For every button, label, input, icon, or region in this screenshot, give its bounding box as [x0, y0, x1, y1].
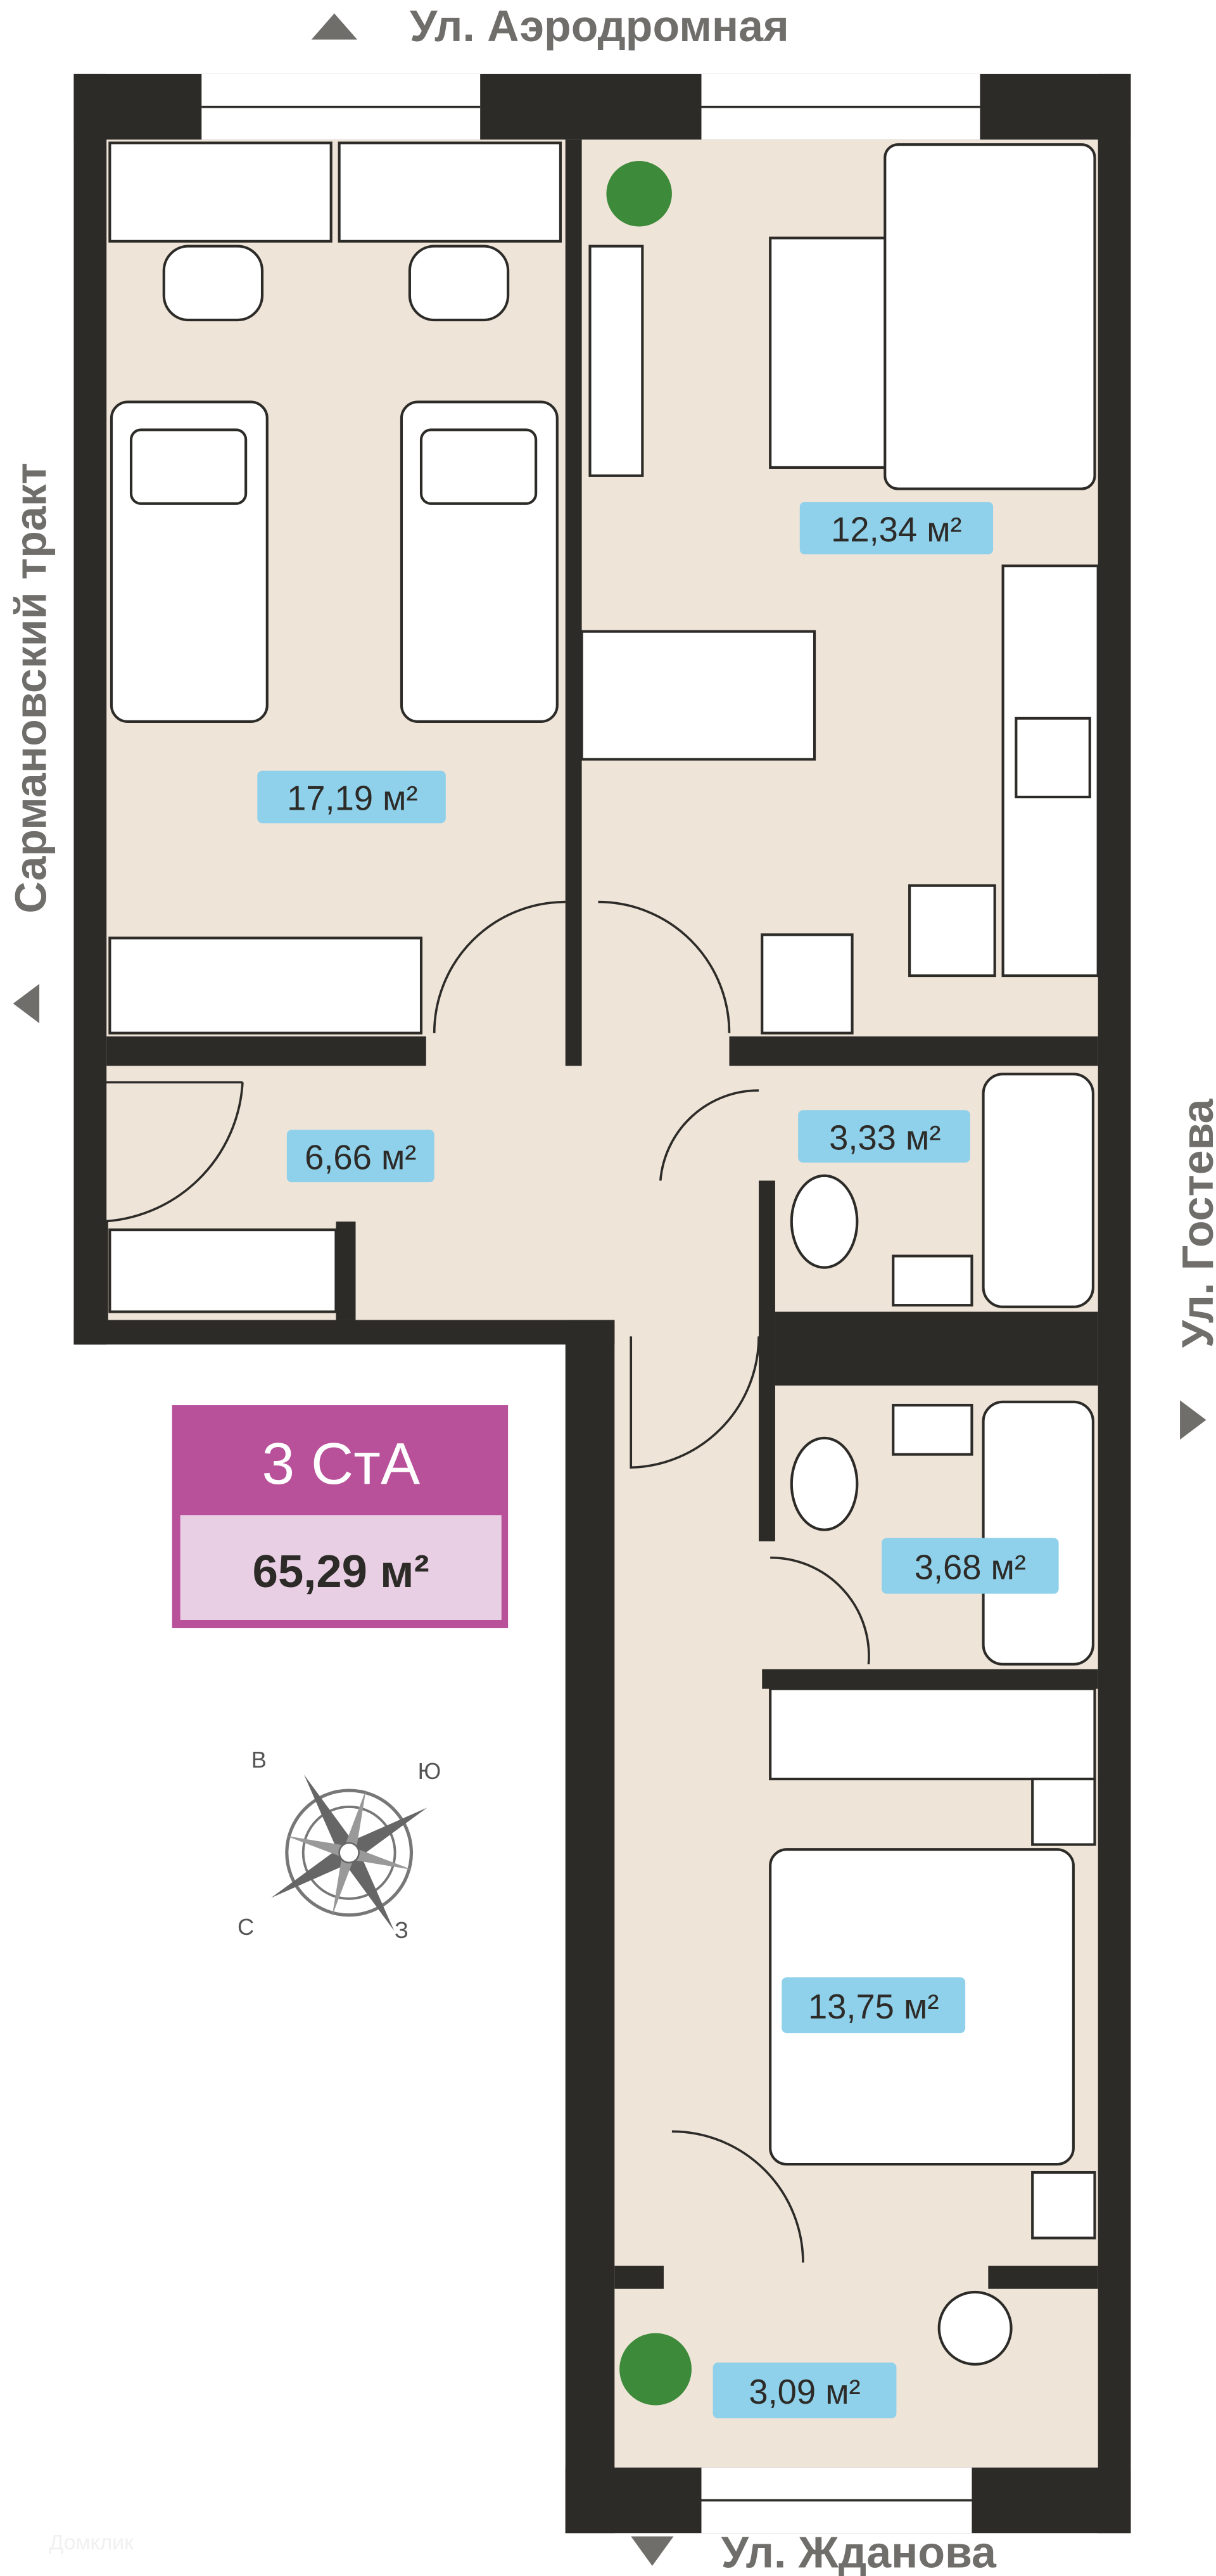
- balcony-table: [937, 2290, 1013, 2366]
- svg-text:3,68 м²: 3,68 м²: [915, 1548, 1026, 1586]
- compass-north: С: [238, 1914, 254, 1940]
- stove: [1015, 717, 1091, 799]
- door-swing: [770, 1556, 870, 1665]
- sofa: [884, 143, 1096, 490]
- svg-text:3,09 м²: 3,09 м²: [749, 2373, 860, 2411]
- area-label-kitchen-living: 12,34 м²: [799, 502, 994, 555]
- compass-west: З: [395, 1917, 408, 1943]
- door-swing: [598, 900, 731, 1033]
- washbasin-2: [892, 1403, 973, 1456]
- door-swing: [98, 1081, 244, 1223]
- street-right: Ул. Гостева: [1173, 1098, 1216, 1348]
- bathtub-2: [982, 1400, 1094, 1666]
- door-swing: [659, 1089, 759, 1181]
- compass-east: В: [251, 1747, 267, 1773]
- desk-1: [108, 141, 332, 243]
- plant: [619, 2333, 692, 2406]
- chair: [162, 245, 264, 322]
- arrow-up-icon: [311, 13, 358, 40]
- arrow-down-icon: [631, 2536, 674, 2566]
- toilet-2: [790, 1436, 859, 1531]
- nightstand: [1031, 1777, 1096, 1846]
- area-label-bedroom-1: 17,19 м²: [257, 770, 446, 824]
- street-top: Ул. Аэродромная: [410, 1, 789, 51]
- walls: [73, 73, 1131, 2534]
- svg-text:6,66 м²: 6,66 м²: [305, 1138, 416, 1176]
- plant: [606, 161, 672, 227]
- shoe-rack: [108, 1228, 338, 1313]
- door-swing: [671, 2130, 804, 2263]
- wardrobe-2: [769, 1687, 1096, 1781]
- svg-text:3,33 м²: 3,33 м²: [829, 1118, 940, 1157]
- bathtub-1: [982, 1073, 1094, 1308]
- dining-table: [580, 630, 816, 761]
- toilet-1: [790, 1174, 859, 1269]
- desk-2: [338, 141, 562, 243]
- compass-rose-icon: [270, 1775, 428, 1931]
- svg-text:17,19 м²: 17,19 м²: [287, 779, 417, 818]
- street-left: Сармановский тракт: [6, 462, 55, 914]
- svg-text:13,75 м²: 13,75 м²: [808, 1987, 939, 2026]
- arrow-right-icon: [1180, 1400, 1206, 1440]
- area-label-bedroom-2: 13,75 м²: [782, 1977, 966, 2034]
- door-swing: [630, 1336, 760, 1469]
- apartment-type: 3 СтА: [262, 1431, 420, 1496]
- compass-south: Ю: [418, 1758, 441, 1784]
- apartment-badge: 3 СтА 65,29 м²: [172, 1405, 509, 1628]
- area-label-bathroom-1: 3,33 м²: [798, 1110, 970, 1163]
- arrow-left-icon: [13, 984, 40, 1024]
- washbasin-1: [892, 1254, 973, 1307]
- radiator: [588, 245, 644, 477]
- door-swing: [433, 900, 566, 1033]
- chair: [408, 245, 510, 322]
- wardrobe: [108, 936, 423, 1035]
- fridge: [761, 933, 854, 1035]
- area-label-balcony: 3,09 м²: [712, 2362, 897, 2419]
- furniture: [98, 141, 1099, 2406]
- area-label-bathroom-2: 3,68 м²: [882, 1538, 1059, 1594]
- svg-text:12,34 м²: 12,34 м²: [831, 510, 962, 549]
- area-label-hallway: 6,66 м²: [286, 1130, 434, 1183]
- nightstand: [1031, 2171, 1096, 2240]
- watermark: Домклик: [49, 2531, 134, 2554]
- street-bottom: Ул. Жданова: [721, 2528, 997, 2576]
- kitchen-sink: [908, 884, 996, 978]
- total-area: 65,29 м²: [253, 1546, 429, 1597]
